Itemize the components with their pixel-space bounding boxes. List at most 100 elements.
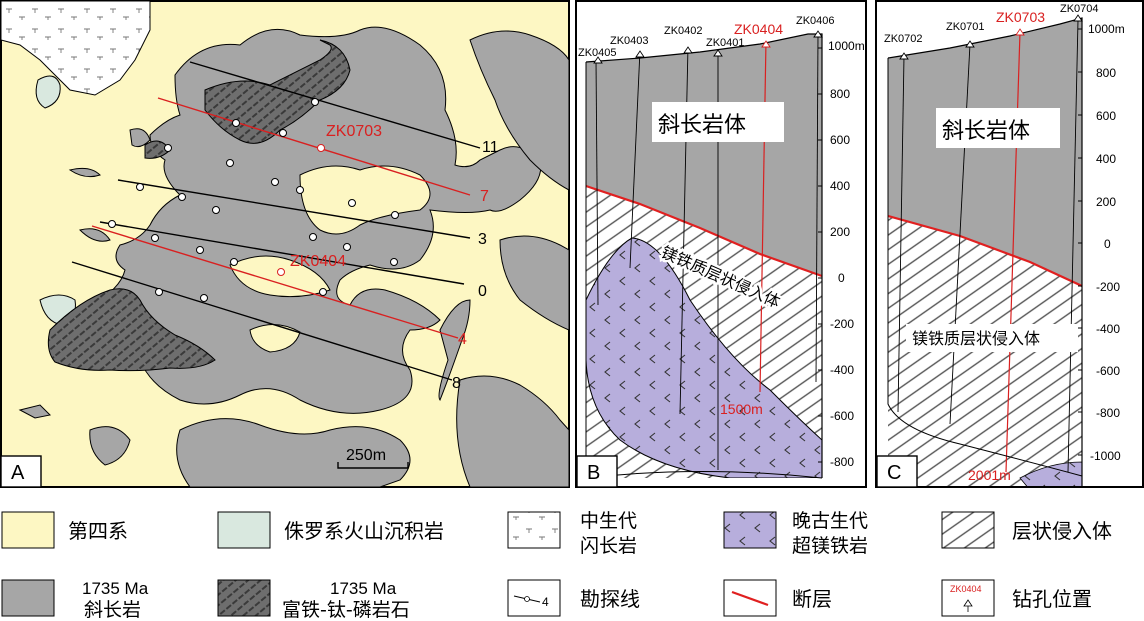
legend-swatch-fe-ti-p xyxy=(217,579,271,617)
legend-label-fault: 断层 xyxy=(792,587,832,611)
legend-label-quaternary: 第四系 xyxy=(68,519,128,543)
survey-line-label: 7 xyxy=(480,188,489,205)
svg-text:0: 0 xyxy=(1104,237,1111,251)
drill-label: ZK0702 xyxy=(884,33,923,45)
drill-label-red: ZK0703 xyxy=(996,9,1045,25)
anorthosite-section xyxy=(888,18,1082,286)
legend-label-diorite: 闪长岩 xyxy=(580,535,637,557)
svg-text:-200: -200 xyxy=(1096,280,1120,294)
scale-label: 250m xyxy=(346,447,386,464)
legend-swatch-ultramafic xyxy=(723,511,777,549)
drill-label: ZK0403 xyxy=(610,35,649,47)
survey-line-label: 11 xyxy=(482,139,499,156)
drill-collars xyxy=(593,30,823,64)
rock-label-layered-intrusion: 镁铁质层状侵入体 xyxy=(912,329,1040,348)
panel-b-section: ZK0405 ZK0403 ZK0402 ZK0401 ZK0404 ZK040… xyxy=(575,0,867,488)
panel-a-map: 11 7 3 0 4 8 ZK0703 ZK0404 250m A xyxy=(0,0,570,488)
drill-label-red: ZK0404 xyxy=(734,21,783,37)
drill-label: ZK0401 xyxy=(706,37,745,49)
legend-label-survey-line: 勘探线 xyxy=(580,587,640,611)
panel-label-c: C xyxy=(887,462,901,484)
svg-text:400: 400 xyxy=(830,179,850,193)
anorthosite-body xyxy=(51,26,542,414)
svg-text:600: 600 xyxy=(1096,109,1116,123)
svg-text:200: 200 xyxy=(1096,195,1116,209)
svg-text:-200: -200 xyxy=(830,317,854,331)
drill-depth: 1500m xyxy=(720,401,763,417)
legend-label-jurassic: 侏罗系火山沉积岩 xyxy=(284,519,444,543)
svg-text:-400: -400 xyxy=(830,363,854,377)
drill-label: ZK0406 xyxy=(796,15,835,27)
axis-ticks xyxy=(1078,28,1082,456)
anorthosite-body xyxy=(469,30,569,191)
rock-label-anorthosite: 斜长岩体 xyxy=(658,113,746,138)
legend-swatch-survey-line xyxy=(507,579,561,617)
legend-label-ultramafic: 晚古生代 xyxy=(792,510,868,532)
fe-ti-p-rock xyxy=(204,39,351,144)
svg-text:-1000: -1000 xyxy=(1090,449,1121,463)
legend-swatch-jurassic xyxy=(217,511,271,549)
axis-ticks xyxy=(818,47,822,463)
svg-text:600: 600 xyxy=(830,133,850,147)
legend-survey-sample: 4 xyxy=(542,595,549,609)
legend: 第四系 侏罗系火山沉积岩 中生代 闪长岩 晚古生代 超镁铁岩 层状侵入体 173… xyxy=(1,510,1112,621)
ultramafic-section xyxy=(586,237,822,478)
drill-depth: 2001m xyxy=(968,467,1011,483)
svg-text:800: 800 xyxy=(830,87,850,101)
svg-text:1000m: 1000m xyxy=(1088,22,1125,36)
legend-swatch-quaternary xyxy=(1,511,55,549)
diorite-area xyxy=(1,1,151,96)
svg-text:800: 800 xyxy=(1096,66,1116,80)
svg-text:-800: -800 xyxy=(1096,406,1120,420)
svg-text:1000m: 1000m xyxy=(828,39,865,53)
drill-label: ZK0704 xyxy=(1060,3,1099,15)
legend-swatch-anorthosite xyxy=(1,579,55,617)
jurassic-volcanic-area xyxy=(35,75,61,109)
svg-text:-600: -600 xyxy=(1096,364,1120,378)
anorthosite-body xyxy=(89,426,131,466)
svg-text:400: 400 xyxy=(1096,152,1116,166)
anorthosite-body xyxy=(456,375,569,487)
anorthosite-body xyxy=(176,418,411,487)
legend-swatch-diorite xyxy=(507,511,561,549)
anorthosite-body xyxy=(68,167,101,178)
drill-label: ZK0402 xyxy=(664,25,703,37)
legend-label-anorthosite: 1735 Ma xyxy=(82,579,149,598)
panel-label-a: A xyxy=(11,462,25,484)
anorthosite-dyke xyxy=(18,404,52,419)
drill-label-zk0703: ZK0703 xyxy=(326,123,382,140)
elevation-axis: 1000m 800 600 400 200 0 -200 -400 -600 -… xyxy=(828,39,865,469)
drill-label: ZK0405 xyxy=(578,47,617,59)
legend-label-anorthosite: 斜长岩 xyxy=(84,599,141,621)
drill-collars xyxy=(899,14,1083,60)
quaternary-window xyxy=(299,165,431,235)
svg-text:0: 0 xyxy=(838,271,845,285)
svg-text:-800: -800 xyxy=(830,455,854,469)
fe-ti-p-rock xyxy=(47,288,216,372)
ultramafic-section xyxy=(1019,461,1082,486)
anorthosite-body xyxy=(79,228,111,242)
quaternary-window xyxy=(229,255,331,298)
drill-label: ZK0701 xyxy=(946,21,985,33)
legend-label-diorite: 中生代 xyxy=(580,510,637,532)
legend-label-layered: 层状侵入体 xyxy=(1012,519,1112,543)
drill-label-zk0404: ZK0404 xyxy=(290,253,346,270)
rock-label-anorthosite: 斜长岩体 xyxy=(942,119,1030,144)
drill-hole-zk0404 xyxy=(759,39,767,393)
drill-hole-zk0703 xyxy=(1005,31,1021,473)
panel-c-section: ZK0702 ZK0701 ZK0703 ZK0704 1000m 800 60… xyxy=(875,0,1144,488)
fault-line xyxy=(888,214,1082,287)
panel-label-b: B xyxy=(587,462,600,484)
anorthosite-body xyxy=(129,128,151,148)
svg-text:-600: -600 xyxy=(830,409,854,423)
anorthosite-body xyxy=(499,235,569,331)
drill-holes xyxy=(897,19,1079,473)
survey-line-label: 0 xyxy=(478,283,487,300)
legend-label-drill: 钻孔位置 xyxy=(1012,587,1092,611)
legend-swatch-layered xyxy=(941,511,995,549)
svg-text:200: 200 xyxy=(830,225,850,239)
legend-label-fe-ti-p: 富铁-钛-磷岩石 xyxy=(282,599,410,621)
survey-line-label: 8 xyxy=(452,375,461,392)
survey-line-label: 3 xyxy=(478,231,487,248)
